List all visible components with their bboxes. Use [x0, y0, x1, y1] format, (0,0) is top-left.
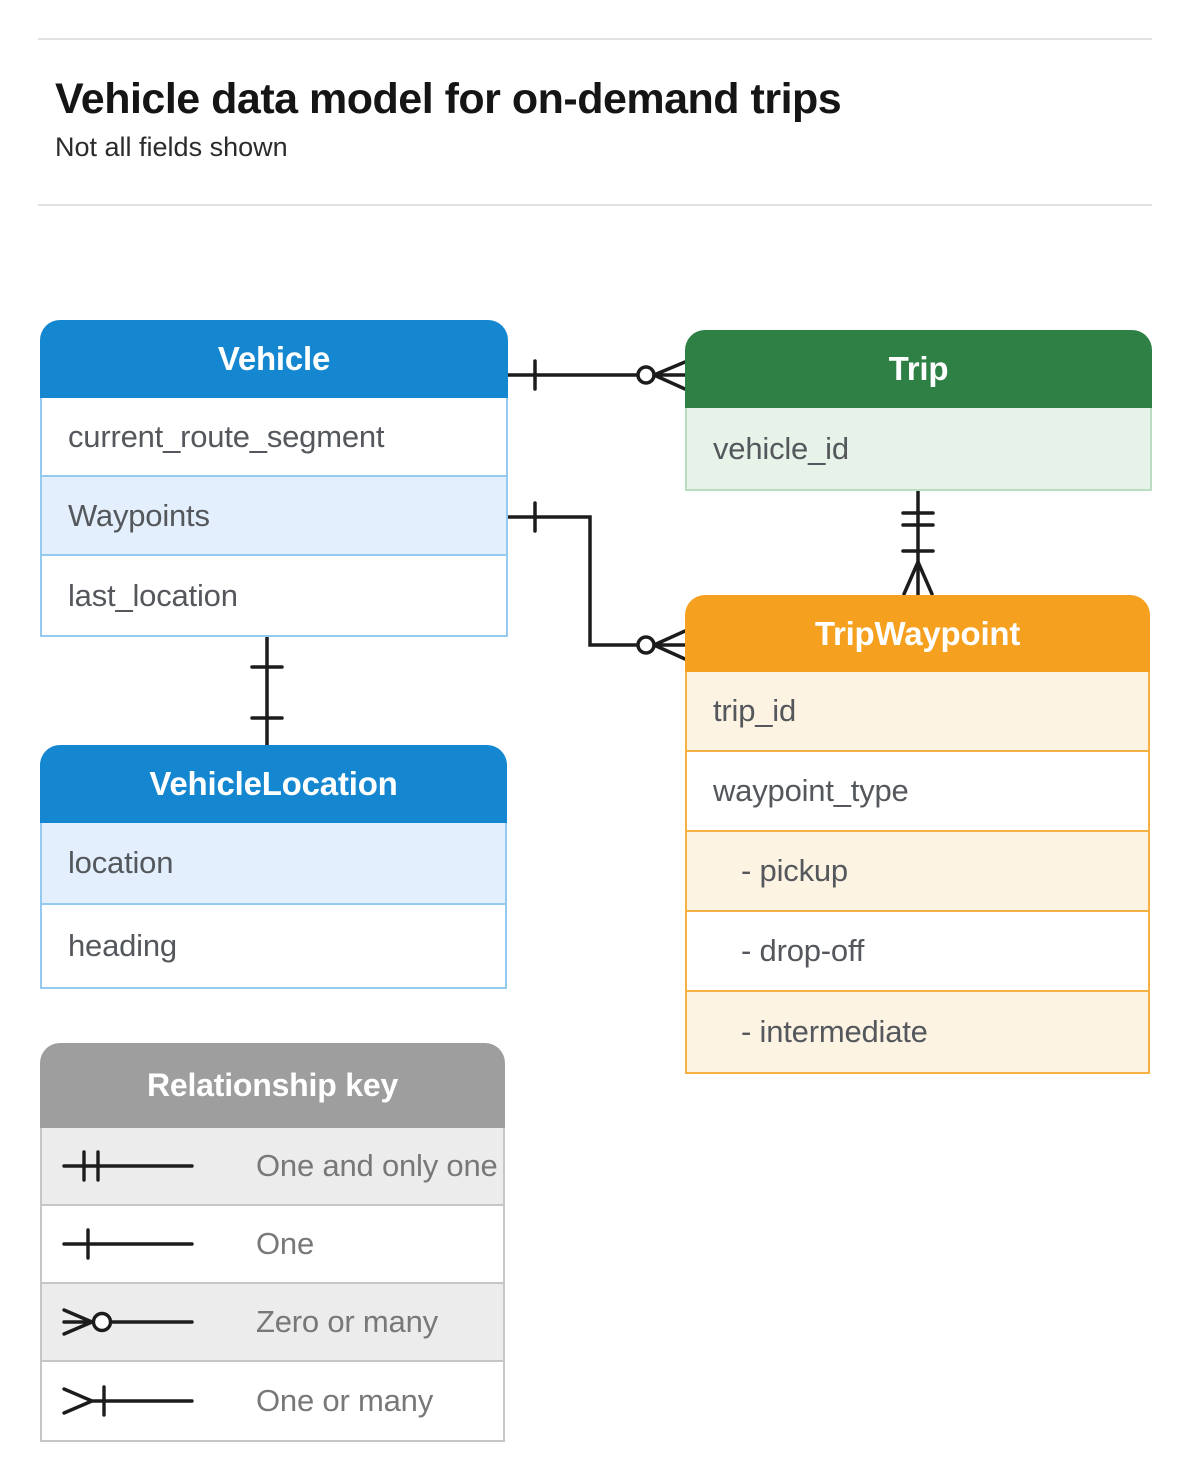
zero-circle-icon — [636, 365, 656, 385]
one-icon — [62, 1222, 212, 1266]
entity-vehicle-title: Vehicle — [40, 320, 508, 398]
one-or-many-icon — [62, 1379, 212, 1423]
relationship-key-body: One and only one One — [40, 1128, 505, 1442]
crow-foot-icon — [652, 360, 687, 391]
top-divider — [38, 38, 1152, 40]
header-divider — [38, 204, 1152, 206]
legend-label: Zero or many — [256, 1304, 438, 1339]
connector-line — [506, 515, 639, 647]
page-title: Vehicle data model for on-demand trips — [55, 75, 842, 123]
entity-vehicle-body: current_route_segment Waypoints last_loc… — [40, 398, 508, 637]
entity-tripwaypoint-title: TripWaypoint — [685, 595, 1150, 672]
legend-item-one-and-only-one: One and only one — [42, 1128, 503, 1206]
relationship-key: Relationship key One and only one — [40, 1043, 505, 1442]
legend-item-zero-or-many: Zero or many — [42, 1284, 503, 1362]
zero-or-many-icon — [62, 1300, 212, 1344]
crow-foot-icon — [652, 629, 687, 661]
legend-label: One or many — [256, 1383, 433, 1418]
relationship-key-title: Relationship key — [40, 1043, 505, 1128]
entity-vehiclelocation-body: location heading — [40, 823, 507, 989]
entity-vehicle: Vehicle current_route_segment Waypoints … — [40, 320, 508, 637]
field-last-location: last_location — [68, 577, 238, 613]
connector-vehicle-trip — [506, 359, 687, 391]
crow-foot-icon — [902, 560, 934, 596]
legend-label: One — [256, 1226, 314, 1261]
connector-trip-tripwaypoint — [901, 487, 935, 597]
field-heading: heading — [68, 928, 177, 963]
field-pickup: - pickup — [687, 832, 1148, 912]
zero-circle-icon — [636, 635, 656, 655]
field-drop-off: - drop-off — [687, 912, 1148, 992]
legend-item-one-or-many: One or many — [42, 1362, 503, 1440]
legend-item-one: One — [42, 1206, 503, 1284]
field-intermediate: - intermediate — [687, 992, 1148, 1072]
entity-vehiclelocation-title: VehicleLocation — [40, 745, 507, 823]
field-waypoint-type: waypoint_type — [687, 752, 1148, 832]
legend-label: One and only one — [256, 1148, 498, 1183]
field-location: location — [42, 823, 505, 905]
connector-waypoints-tripwaypoint — [506, 501, 687, 661]
one-ticks-icon — [250, 665, 284, 720]
entity-vehiclelocation: VehicleLocation location heading — [40, 745, 507, 989]
entity-tripwaypoint-body: trip_id waypoint_type - pickup - drop-of… — [685, 672, 1150, 1074]
field-trip-id: trip_id — [687, 672, 1148, 752]
field-waypoints: Waypoints — [42, 477, 506, 556]
connector-vehicle-vehiclelocation — [250, 634, 284, 747]
entity-trip-title: Trip — [685, 330, 1152, 408]
field-vehicle-id: vehicle_id — [687, 408, 1150, 489]
entity-trip: Trip vehicle_id — [685, 330, 1152, 491]
entity-trip-body: vehicle_id — [685, 408, 1152, 491]
entity-tripwaypoint: TripWaypoint trip_id waypoint_type - pic… — [685, 595, 1150, 1074]
one-and-only-one-icon — [62, 1144, 212, 1188]
one-and-only-one-ticks-icon — [901, 511, 935, 527]
page-subtitle: Not all fields shown — [55, 132, 288, 162]
field-current-route-segment: current_route_segment — [42, 398, 506, 477]
